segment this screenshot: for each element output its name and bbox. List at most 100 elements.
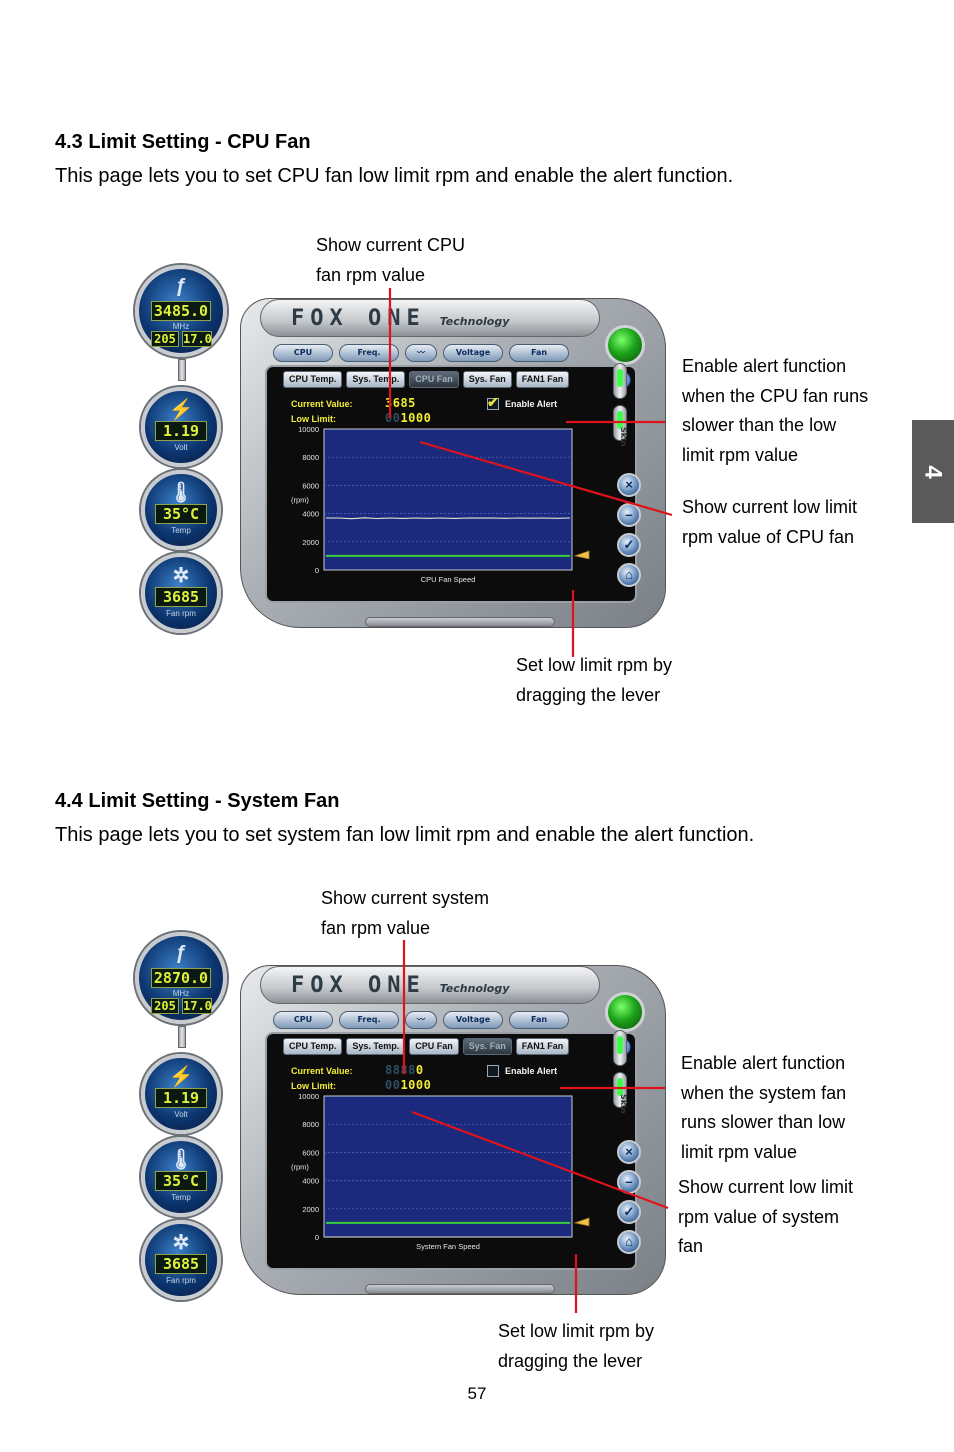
- chapter-number: 4: [919, 464, 947, 479]
- tab-fan[interactable]: Fan: [509, 344, 569, 362]
- logo-bar: FOX ONE Technology: [260, 299, 600, 337]
- tab-freq[interactable]: Freq.: [339, 1011, 399, 1029]
- home-icon[interactable]: ⌂: [617, 563, 641, 587]
- enable-alert-checkbox[interactable]: ✔: [487, 394, 499, 410]
- power-button[interactable]: [605, 992, 645, 1032]
- enable-alert-label: Enable Alert: [505, 399, 558, 409]
- temperature-unit: Temp: [171, 1193, 191, 1202]
- plot-area: [323, 1095, 573, 1238]
- voltage-value: 1.19: [155, 421, 207, 441]
- cpu-clock-gauge[interactable]: ƒ 2870.0 MHz 205 17.0: [135, 932, 227, 1024]
- subtab-sys-temp[interactable]: Sys. Temp.: [346, 1038, 406, 1055]
- sub-tabs: CPU Temp. Sys. Temp. CPU Fan Sys. Fan FA…: [283, 371, 570, 388]
- minimize-icon[interactable]: –: [617, 1170, 641, 1194]
- subtab-cpu-temp[interactable]: CPU Temp.: [283, 371, 343, 388]
- y-tick-label: 4000: [302, 510, 319, 519]
- y-tick-label: 10000: [298, 425, 319, 434]
- y-axis-label: (rpm): [291, 1163, 309, 1172]
- page-number: 57: [467, 1384, 487, 1403]
- tab-fan[interactable]: Fan: [509, 1011, 569, 1029]
- close-icon[interactable]: ×: [617, 473, 641, 497]
- y-tick-label: 2000: [302, 1205, 319, 1214]
- voltage-unit: Volt: [174, 1110, 188, 1119]
- subtab-cpu-temp[interactable]: CPU Temp.: [283, 1038, 343, 1055]
- temperature-gauge[interactable]: 🌡 35°C Temp: [141, 470, 221, 550]
- fan-value: 3685: [155, 1254, 207, 1274]
- y-axis-label: (rpm): [291, 496, 309, 505]
- cpu-clock-unit: MHz: [172, 989, 190, 998]
- side-slider-top[interactable]: [613, 363, 627, 399]
- power-button[interactable]: [605, 325, 645, 365]
- temperature-unit: Temp: [171, 526, 191, 535]
- multiplier-value: 17.0: [182, 998, 212, 1014]
- chapter-tab: 4: [912, 420, 954, 523]
- voltage-gauge[interactable]: ⚡ 1.19 Volt: [141, 387, 221, 467]
- foxone-logo: FOX ONE: [291, 305, 426, 331]
- apply-icon[interactable]: ✓: [617, 1200, 641, 1224]
- fan-icon: ✲: [172, 1232, 190, 1254]
- foxone-window-system-fan: FOX ONE Technology ƒ 2870.0 MHz 205 17.0…: [135, 932, 666, 1317]
- plot-area: [323, 428, 573, 571]
- fan-panel: CPU Temp. Sys. Temp. CPU Fan Sys. Fan FA…: [265, 1032, 637, 1270]
- y-tick-label: 0: [315, 566, 319, 575]
- side-slider-top[interactable]: [613, 1030, 627, 1066]
- close-icon[interactable]: ×: [617, 1140, 641, 1164]
- y-tick-label: 4000: [302, 1177, 319, 1186]
- minimize-icon[interactable]: –: [617, 503, 641, 527]
- subtab-cpu-fan[interactable]: CPU Fan: [409, 1038, 459, 1055]
- cpu-clock-gauge[interactable]: ƒ 3485.0 MHz 205 17.0: [135, 265, 227, 357]
- voltage-value: 1.19: [155, 1088, 207, 1108]
- checkmark-icon: ✔: [487, 394, 499, 410]
- home-icon[interactable]: ⌂: [617, 1230, 641, 1254]
- logo-subtitle: Technology: [439, 314, 510, 328]
- voltage-unit: Volt: [174, 443, 188, 452]
- freq-icon: ƒ: [175, 275, 187, 297]
- subtab-fan1-fan[interactable]: FAN1 Fan: [515, 371, 570, 388]
- y-tick-label: 8000: [302, 453, 319, 462]
- fan-value: 3685: [155, 587, 207, 607]
- tab-voltage[interactable]: Voltage: [443, 344, 503, 362]
- chart-title: System Fan Speed: [416, 1242, 480, 1251]
- tab-wave-icon[interactable]: 〰: [405, 1011, 437, 1029]
- low-limit-lever-icon: [573, 1217, 590, 1227]
- fan-gauge[interactable]: ✲ 3685 Fan rpm: [141, 553, 221, 633]
- voltage-gauge[interactable]: ⚡ 1.19 Volt: [141, 1054, 221, 1134]
- cpu-clock-value: 3485.0: [151, 301, 211, 321]
- fan-gauge[interactable]: ✲ 3685 Fan rpm: [141, 1220, 221, 1300]
- subtab-cpu-fan[interactable]: CPU Fan: [409, 371, 459, 388]
- subtab-sys-fan[interactable]: Sys. Fan: [462, 1038, 512, 1055]
- enable-alert-checkbox[interactable]: [487, 1065, 499, 1077]
- tab-voltage[interactable]: Voltage: [443, 1011, 503, 1029]
- fsb-value: 205: [151, 331, 179, 347]
- subtab-fan1-fan[interactable]: FAN1 Fan: [515, 1038, 570, 1055]
- voltage-icon: ⚡: [168, 1066, 194, 1088]
- apply-icon[interactable]: ✓: [617, 533, 641, 557]
- tab-cpu[interactable]: CPU: [273, 1011, 333, 1029]
- tab-wave-icon[interactable]: 〰: [405, 344, 437, 362]
- temperature-gauge[interactable]: 🌡 35°C Temp: [141, 1137, 221, 1217]
- bottom-grip: [365, 1284, 555, 1294]
- subtab-sys-fan[interactable]: Sys. Fan: [462, 371, 512, 388]
- low-limit-value: 1000: [400, 411, 432, 425]
- cpu-label-link: [178, 359, 186, 381]
- y-tick-label: 6000: [302, 1148, 319, 1157]
- chart-title: CPU Fan Speed: [421, 575, 476, 584]
- low-limit-label: Low Limit:: [291, 414, 336, 424]
- low-limit-value: 1000: [400, 1078, 432, 1092]
- current-value-label: Current Value:: [291, 399, 353, 409]
- enable-alert-label: Enable Alert: [505, 1066, 558, 1076]
- low-limit-lever-icon: [573, 550, 590, 560]
- fsb-value: 205: [151, 998, 179, 1014]
- current-value-label: Current Value:: [291, 1066, 353, 1076]
- tab-freq[interactable]: Freq.: [339, 344, 399, 362]
- thermometer-icon: 🌡: [168, 1149, 194, 1171]
- tab-cpu[interactable]: CPU: [273, 344, 333, 362]
- bottom-grip: [365, 617, 555, 627]
- fan-unit: Fan rpm: [166, 1276, 196, 1285]
- current-value-lcd: 3685: [385, 396, 416, 410]
